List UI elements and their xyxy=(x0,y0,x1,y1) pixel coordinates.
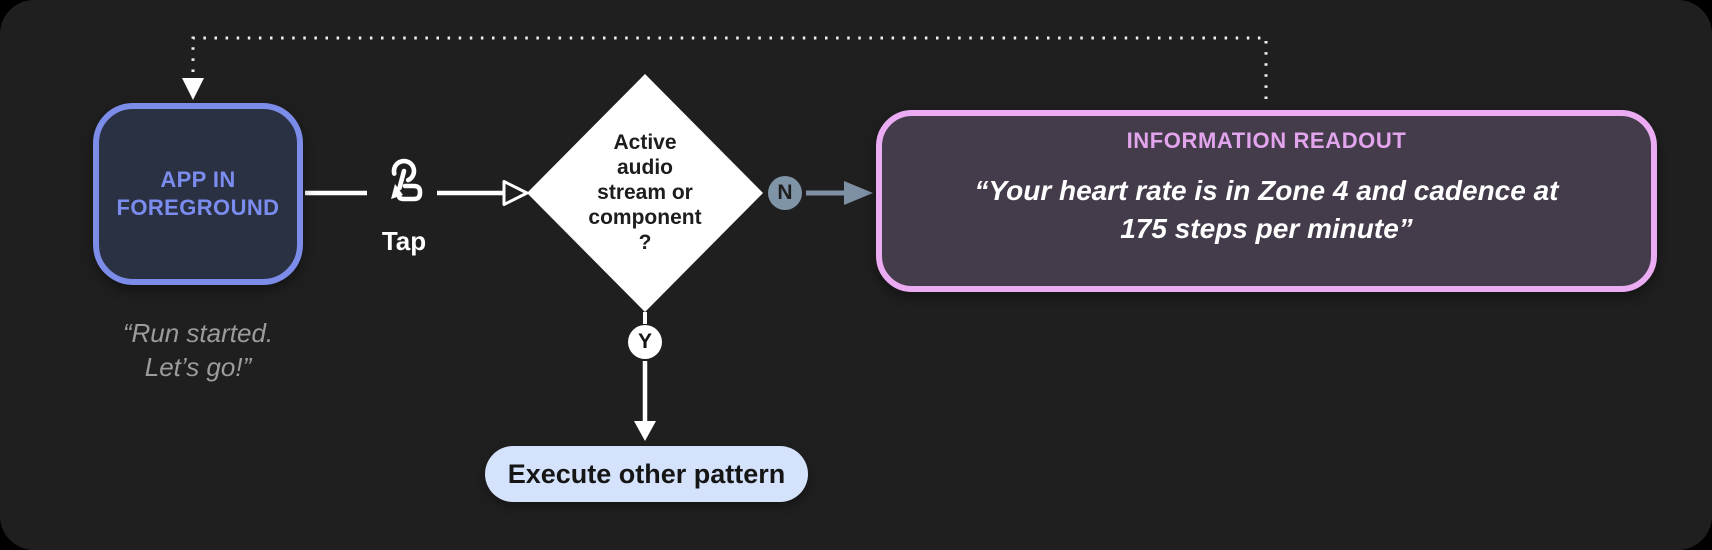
information-readout-node: INFORMATION READOUT “Your heart rate is … xyxy=(876,110,1657,292)
readout-quote: “Your heart rate is in Zone 4 and cadenc… xyxy=(882,172,1651,248)
no-branch-badge: N xyxy=(768,176,802,210)
decision-line: stream or xyxy=(597,181,693,204)
app-voice-caption: “Run started. Let’s go!” xyxy=(63,316,333,384)
app-node-label: APP IN FOREGROUND xyxy=(116,167,280,220)
decision-node-text: Active audio stream or component ? xyxy=(557,130,733,255)
decision-line: audio xyxy=(617,156,673,179)
decision-line: ? xyxy=(638,231,652,254)
readout-quote-line: “Your heart rate is in Zone 4 and cadenc… xyxy=(974,175,1559,206)
readout-title: INFORMATION READOUT xyxy=(1126,128,1407,153)
yes-branch-badge: Y xyxy=(628,325,662,359)
tap-gesture-icon xyxy=(374,158,430,214)
caption-line: Let’s go!” xyxy=(144,352,252,382)
decision-line: Active xyxy=(613,131,677,154)
readout-quote-line: 175 steps per minute” xyxy=(1120,213,1413,244)
tap-label: Tap xyxy=(381,226,427,256)
caption-line: “Run started. xyxy=(122,318,274,348)
execute-other-pattern-node: Execute other pattern xyxy=(485,446,808,502)
decision-line: component xyxy=(588,206,702,229)
app-in-foreground-node: APP IN FOREGROUND xyxy=(93,103,303,285)
